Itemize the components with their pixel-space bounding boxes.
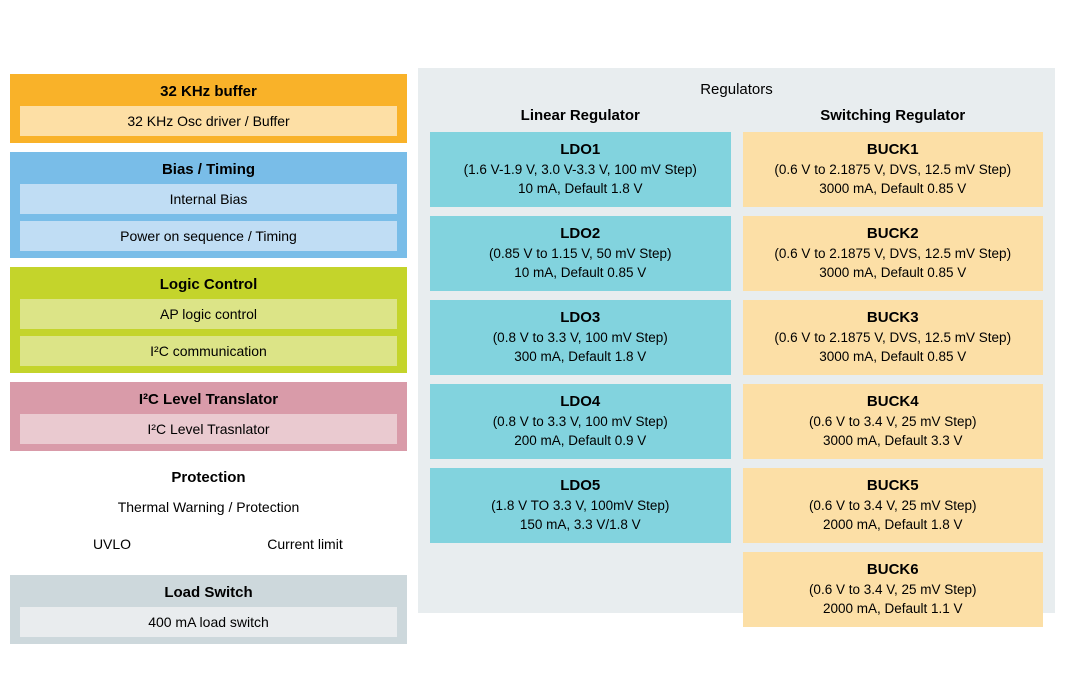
sub-box: I²C Level Trasnlator <box>20 414 397 444</box>
sub-box: AP logic control <box>20 299 397 329</box>
regulator-card-name: LDO4 <box>560 393 601 410</box>
regulator-card-line2: 3000 mA, Default 0.85 V <box>819 349 967 364</box>
regulator-card-line1: (0.6 V to 2.1875 V, DVS, 12.5 mV Step) <box>774 162 1012 177</box>
regulator-card-line2: 3000 mA, Default 3.3 V <box>822 433 963 448</box>
regulator-card-ldo4[interactable]: LDO4 (0.8 V to 3.3 V, 100 mV Step) 200 mA,… <box>430 384 731 459</box>
regulator-card-line1: (1.8 V TO 3.3 V, 100mV Step) <box>491 498 670 513</box>
regulator-card-buck4[interactable]: BUCK4 (0.6 V to 3.4 V, 25 mV Step) 3000 mA… <box>742 384 1043 459</box>
block-title-osc: 32 KHz buffer <box>160 83 257 100</box>
sub-box: Thermal Warning / Protection <box>117 499 300 515</box>
regulator-card-name: LDO5 <box>560 477 601 494</box>
regulator-card-line1: (0.6 V to 3.4 V, 25 mV Step) <box>808 498 977 513</box>
regulator-card-buck3[interactable]: BUCK3 (0.6 V to 2.1875 V, DVS, 12.5 mV St… <box>742 300 1043 375</box>
sub-box: Internal Bias <box>20 184 397 214</box>
regulator-card-ldo5[interactable]: LDO5 (1.8 V TO 3.3 V, 100mV Step) 150 mA, … <box>430 468 731 543</box>
regulator-card-buck1[interactable]: BUCK1 (0.6 V to 2.1875 V, DVS, 12.5 mV St… <box>742 132 1043 207</box>
sub-box: 400 mA load switch <box>20 607 397 637</box>
regulator-card-line2: 2000 mA, Default 1.1 V <box>822 601 963 616</box>
block-title-i2c: I²C Level Translator <box>138 391 279 408</box>
sub-box: I²C communication <box>20 336 397 366</box>
regulator-card-line2: 3000 mA, Default 0.85 V <box>819 181 967 196</box>
sub-row: Thermal Warning / Protection <box>10 492 407 522</box>
block-osc: 32 KHz buffer 32 KHz Osc driver / Buffer <box>10 74 407 143</box>
sub-row: Internal Bias <box>10 184 407 214</box>
sub-row: Power on sequence / Timing <box>10 221 407 251</box>
block-title-load: Load Switch <box>164 584 253 601</box>
sub-box: Power on sequence / Timing <box>20 221 397 251</box>
sub-box: UVLO <box>92 536 132 552</box>
regulator-card-line1: (0.6 V to 3.4 V, 25 mV Step) <box>808 414 977 429</box>
block-title-logic: Logic Control <box>159 276 258 293</box>
block-title-protection: Protection <box>171 469 246 486</box>
sub-row: I²C Level Trasnlator <box>10 414 407 444</box>
regulator-card-name: BUCK1 <box>866 141 919 158</box>
regulator-card-line1: (0.6 V to 2.1875 V, DVS, 12.5 mV Step) <box>774 330 1012 345</box>
sub-row: I²C communication <box>10 336 407 366</box>
regulator-card-ldo2[interactable]: LDO2 (0.85 V to 1.15 V, 50 mV Step) 10 mA,… <box>430 216 731 291</box>
regulators-title: Regulators <box>700 81 773 98</box>
regulator-card-line1: (0.6 V to 2.1875 V, DVS, 12.5 mV Step) <box>774 246 1012 261</box>
regulator-card-line1: (0.8 V to 3.3 V, 100 mV Step) <box>492 414 668 429</box>
sub-row: 400 mA load switch <box>10 607 407 637</box>
regulator-card-ldo1[interactable]: LDO1 (1.6 V-1.9 V, 3.0 V-3.3 V, 100 mV St… <box>430 132 731 207</box>
sub-row: 32 KHz Osc driver / Buffer <box>10 106 407 136</box>
regulator-card-name: BUCK6 <box>866 561 919 578</box>
regulator-card-line1: (0.85 V to 1.15 V, 50 mV Step) <box>488 246 672 261</box>
regulator-column-header-linear: Linear Regulator <box>520 107 640 124</box>
block-load: Load Switch 400 mA load switch <box>10 575 407 644</box>
regulator-card-line1: (1.6 V-1.9 V, 3.0 V-3.3 V, 100 mV Step) <box>463 162 697 177</box>
regulator-card-name: BUCK4 <box>866 393 919 410</box>
regulator-card-buck6[interactable]: BUCK6 (0.6 V to 3.4 V, 25 mV Step) 2000 mA… <box>742 552 1043 627</box>
regulator-column-header-switching: Switching Regulator <box>820 107 966 124</box>
regulator-card-name: LDO3 <box>560 309 601 326</box>
regulator-card-name: BUCK2 <box>866 225 919 242</box>
sub-box: 32 KHz Osc driver / Buffer <box>20 106 397 136</box>
sub-row: UVLO Current limit <box>10 529 407 559</box>
sub-row: AP logic control <box>10 299 407 329</box>
block-title-bias: Bias / Timing <box>161 161 256 178</box>
regulator-card-line2: 200 mA, Default 0.9 V <box>514 433 647 448</box>
regulator-card-line1: (0.6 V to 3.4 V, 25 mV Step) <box>808 582 977 597</box>
regulator-card-buck2[interactable]: BUCK2 (0.6 V to 2.1875 V, DVS, 12.5 mV St… <box>742 216 1043 291</box>
regulator-card-line2: 3000 mA, Default 0.85 V <box>819 265 967 280</box>
regulator-card-line2: 10 mA, Default 1.8 V <box>517 181 643 196</box>
regulator-card-line2: 10 mA, Default 0.85 V <box>514 265 647 280</box>
regulator-card-line2: 300 mA, Default 1.8 V <box>514 349 647 364</box>
regulator-card-name: BUCK3 <box>866 309 919 326</box>
regulator-card-name: LDO2 <box>560 225 601 242</box>
regulator-card-name: LDO1 <box>560 141 601 158</box>
regulator-card-name: BUCK5 <box>866 477 919 494</box>
regulator-card-line2: 2000 mA, Default 1.8 V <box>822 517 963 532</box>
regulator-card-line2: 150 mA, 3.3 V/1.8 V <box>519 517 641 532</box>
regulator-card-buck5[interactable]: BUCK5 (0.6 V to 3.4 V, 25 mV Step) 2000 mA… <box>742 468 1043 543</box>
regulator-card-ldo3[interactable]: LDO3 (0.8 V to 3.3 V, 100 mV Step) 300 mA,… <box>430 300 731 375</box>
sub-box: Current limit <box>267 536 343 552</box>
regulator-card-line1: (0.8 V to 3.3 V, 100 mV Step) <box>492 330 668 345</box>
